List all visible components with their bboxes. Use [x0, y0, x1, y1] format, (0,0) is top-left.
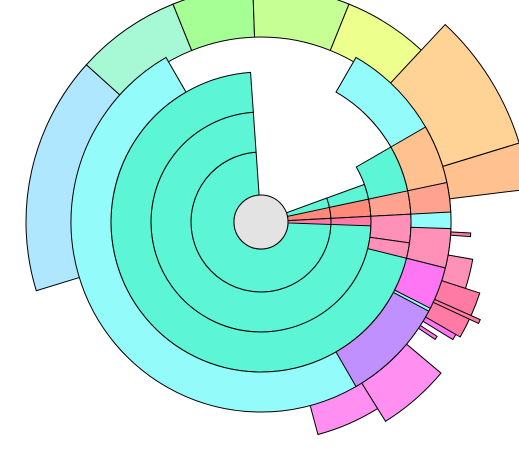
center-circle [233, 194, 289, 250]
inner-ring-group [70, 56, 452, 413]
level2-pink [330, 215, 372, 227]
level4-magenta [393, 257, 446, 309]
level4-salmon [407, 181, 452, 215]
level4-violet [335, 291, 430, 388]
